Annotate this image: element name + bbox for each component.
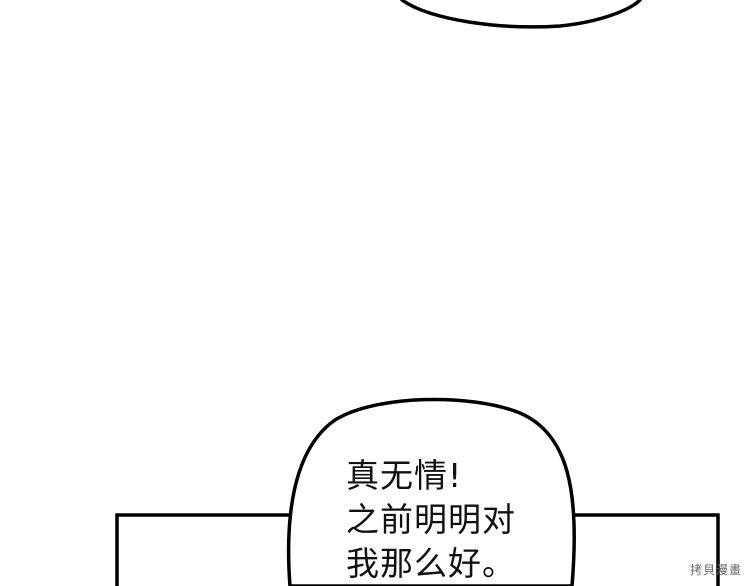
speech-bubble-text: 真无情! 之前明明对 我那么好。 [346, 454, 546, 586]
dialogue-line-3: 我那么好。 [346, 544, 516, 583]
dialogue-line-2: 之前明明对 [346, 500, 516, 539]
top-speech-bubble [400, 0, 642, 29]
speech-bubble [286, 397, 577, 586]
watermark: 拷貝漫畫 [689, 563, 742, 577]
dialogue-line-1: 真无情! [346, 456, 463, 495]
